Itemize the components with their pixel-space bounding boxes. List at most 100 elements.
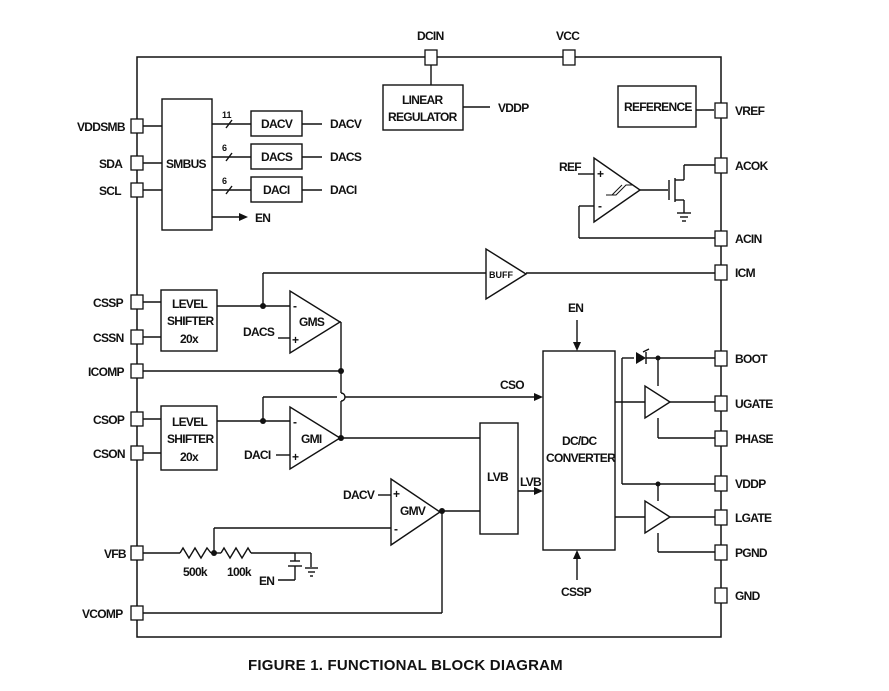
pin-label-vref: VREF [735,104,765,118]
daci-input-label: DACI [244,448,271,462]
buff-label: BUFF [489,270,513,280]
reference-label: REFERENCE [624,100,692,114]
dacv-block-label: DACV [261,117,293,131]
vddp-regulator-output-label: VDDP [498,101,529,115]
buff-amplifier [485,247,528,301]
level-shifter-1-label-a: LEVEL [172,297,208,311]
dacs-block-label: DACS [261,150,293,164]
gms-minus: - [293,299,297,313]
pin-label-gnd: GND [735,589,761,603]
hysteresis-icon [606,184,632,196]
pin-label-acin: ACIN [735,232,762,246]
pin-label-vcc: VCC [556,29,580,43]
gmv-amplifier [390,477,442,547]
ground-icon-acok [677,212,691,222]
en-top-arrow [573,342,581,351]
pin-label-ugate: UGATE [735,397,773,411]
smbus-block [161,98,213,231]
pin-label-scl: SCL [99,184,121,198]
dacv-input-label: DACV [343,488,375,502]
ground-icon-vfb [305,567,318,577]
linear-regulator-label-2: REGULATOR [388,110,458,124]
comparator-plus: + [597,167,604,181]
gmv-label: GMV [400,504,426,518]
dacs-input-label: DACS [243,325,275,339]
cso-label: CSO [500,378,524,392]
pin-label-vcomp: VCOMP [82,607,123,621]
daci-block-label: DACI [263,183,290,197]
pin-label-vddsmb: VDDSMB [77,120,126,134]
gmi-label: GMI [301,432,322,446]
pin-dcin [424,49,438,66]
junction-dot [338,368,344,374]
r100k-label: 100k [227,565,252,579]
pin-label-vddp: VDDP [735,477,766,491]
comparator-minus: - [598,199,602,213]
bus-width-11: 11 [222,110,232,120]
dacv-block [250,110,303,137]
en-top-label: EN [568,301,583,315]
gms-plus: + [292,333,299,347]
cso-arrow [534,393,543,401]
boot-diode [636,352,646,364]
left-pins [130,118,144,621]
lvb-block [479,422,519,535]
en-vfb-label: EN [259,574,274,588]
smbus-label: SMBUS [166,157,207,171]
lgate-driver [644,499,672,535]
dcdc-converter-block [542,350,616,551]
gms-amplifier [289,289,342,355]
dacs-block [250,143,303,170]
level-shifter-2-label-a: LEVEL [172,415,208,429]
gmv-plus: + [393,487,400,501]
resistor-500k [179,546,212,560]
right-pins [714,102,728,604]
pin-label-sda: SDA [99,157,123,171]
ugate-driver [644,384,672,420]
bus-width-6a: 6 [222,143,227,153]
cssp-arrow [573,550,581,559]
linear-regulator-block [382,84,464,131]
pin-vcc [562,49,576,66]
lvb-arrow [534,487,543,495]
gms-label: GMS [299,315,325,329]
level-shifter-1 [160,289,218,352]
junction-dot [655,481,661,487]
reference-block [617,85,697,128]
pin-label-acok: ACOK [735,159,769,173]
en-arrow [239,213,248,221]
pin-label-pgnd: PGND [735,546,768,560]
junction-dot [338,435,344,441]
en-smbus-label: EN [255,211,270,225]
gmi-plus: + [292,450,299,464]
junction-dot [260,418,266,424]
pin-label-vfb: VFB [104,547,127,561]
gmi-minus: - [293,415,297,429]
junction-dot [655,355,661,361]
pin-label-lgate: LGATE [735,511,772,525]
junction-dot [260,303,266,309]
daci-block [250,176,303,203]
level-shifter-2-label-b: SHIFTER [167,432,214,446]
gmi-amplifier [289,405,342,471]
lvb-label: LVB [487,470,509,484]
level-shifter-2 [160,405,218,471]
pin-label-cssp: CSSP [93,296,124,310]
r500k-label: 500k [183,565,208,579]
pin-label-cssn: CSSN [93,331,124,345]
ref-label: REF [559,160,581,174]
pin-label-icomp: ICOMP [88,365,125,379]
pin-label-csop: CSOP [93,413,125,427]
bus-width-6b: 6 [222,176,227,186]
dcdc-label-1: DC/DC [562,434,598,448]
lvb-output-label: LVB [520,475,542,489]
pin-label-icm: ICM [735,266,756,280]
level-shifter-1-label-c: 20x [180,332,199,346]
dacs-output-label: DACS [330,150,362,164]
gmv-minus: - [394,522,398,536]
pin-label-dcin: DCIN [417,29,444,43]
cssp-bottom-label: CSSP [561,585,592,599]
dacv-output-label: DACV [330,117,362,131]
resistor-100k [220,546,252,560]
